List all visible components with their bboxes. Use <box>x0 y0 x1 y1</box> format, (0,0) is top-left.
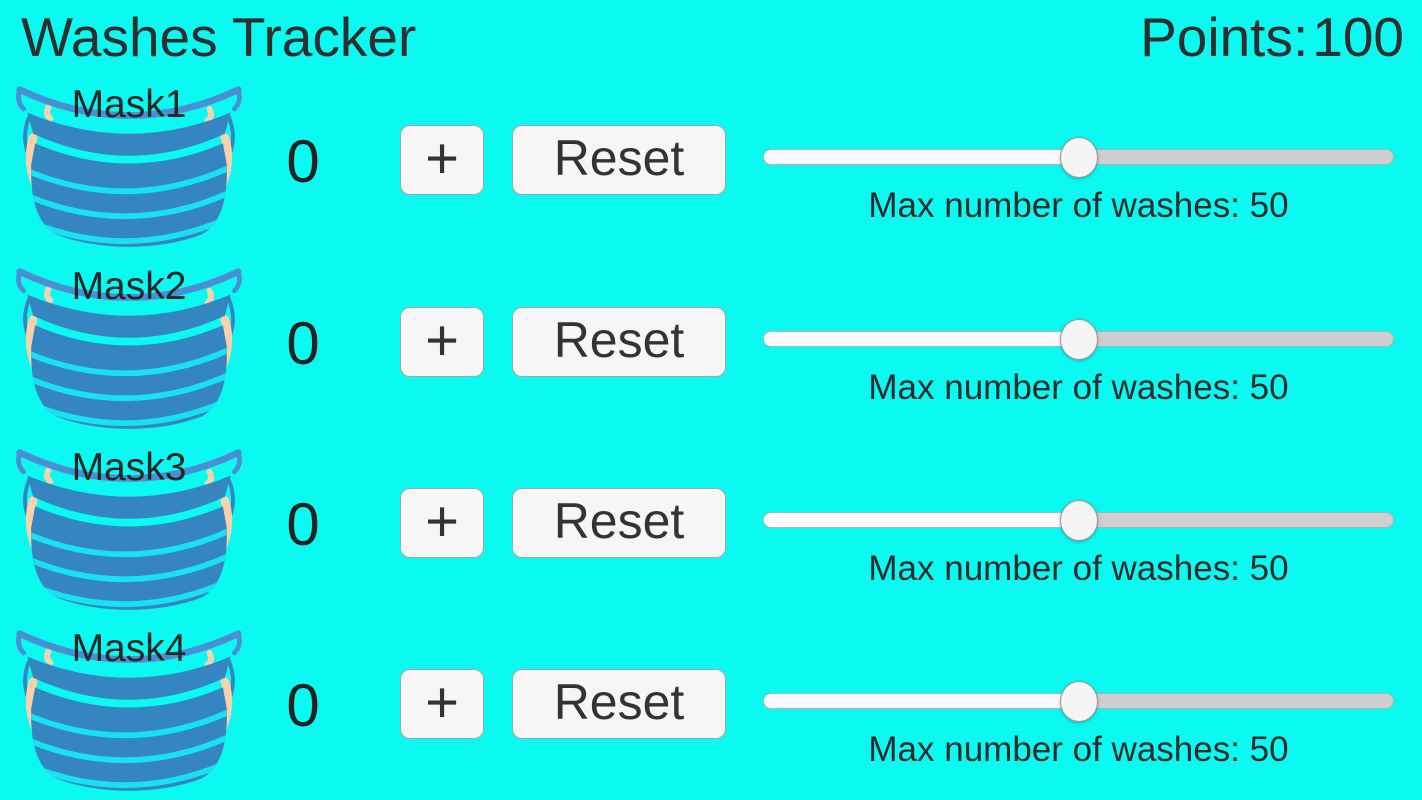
slider-track-fill <box>763 149 1078 165</box>
slider-track-fill <box>763 331 1078 347</box>
slider-track-fill <box>763 693 1078 709</box>
mask-row-4: Mask4 0 + Reset Max number of washes: 50 <box>0 622 1422 800</box>
mask-row-3: Mask3 0 + Reset Max number of washes: 50 <box>0 441 1422 623</box>
mask-row-2: Mask2 0 + Reset Max number of washes: 50 <box>0 260 1422 442</box>
mask-2-icon-box: Mask2 <box>14 260 244 430</box>
increment-button[interactable]: + <box>400 669 484 739</box>
wash-count: 0 <box>286 310 320 377</box>
points-label: Points: <box>1140 6 1309 68</box>
increment-button[interactable]: + <box>400 125 484 195</box>
wash-count: 0 <box>286 128 320 195</box>
slider-thumb[interactable] <box>1059 500 1098 541</box>
wash-count: 0 <box>286 491 320 558</box>
max-washes-slider: Max number of washes: 50 <box>763 260 1394 420</box>
reset-button[interactable]: Reset <box>512 669 726 739</box>
surgical-mask-icon <box>14 78 244 247</box>
max-washes-label: Max number of washes: 50 <box>868 549 1289 588</box>
increment-button[interactable]: + <box>400 488 484 558</box>
slider-thumb[interactable] <box>1059 319 1098 360</box>
max-washes-label: Max number of washes: 50 <box>868 186 1289 225</box>
mask-3-icon-box: Mask3 <box>14 441 244 611</box>
max-washes-slider: Max number of washes: 50 <box>763 622 1394 782</box>
reset-button[interactable]: Reset <box>512 307 726 377</box>
reset-button[interactable]: Reset <box>512 125 726 195</box>
points-value: 100 <box>1312 6 1404 68</box>
reset-button[interactable]: Reset <box>512 488 726 558</box>
mask-4-icon-box: Mask4 <box>14 622 244 792</box>
increment-button[interactable]: + <box>400 307 484 377</box>
max-washes-slider: Max number of washes: 50 <box>763 441 1394 601</box>
surgical-mask-icon <box>14 622 244 791</box>
slider-track-fill <box>763 512 1078 528</box>
max-washes-label: Max number of washes: 50 <box>868 368 1289 407</box>
max-washes-slider: Max number of washes: 50 <box>763 78 1394 238</box>
page-title: Washes Tracker <box>21 6 417 68</box>
points-display: Points: 100 <box>1140 4 1404 70</box>
max-washes-label: Max number of washes: 50 <box>868 730 1289 769</box>
wash-count: 0 <box>286 672 320 739</box>
surgical-mask-icon <box>14 260 244 429</box>
slider-thumb[interactable] <box>1059 681 1098 722</box>
surgical-mask-icon <box>14 441 244 610</box>
mask-row-1: Mask1 0 + Reset Max number of washes: 50 <box>0 78 1422 260</box>
mask-1-icon-box: Mask1 <box>14 78 244 248</box>
slider-thumb[interactable] <box>1059 137 1098 178</box>
